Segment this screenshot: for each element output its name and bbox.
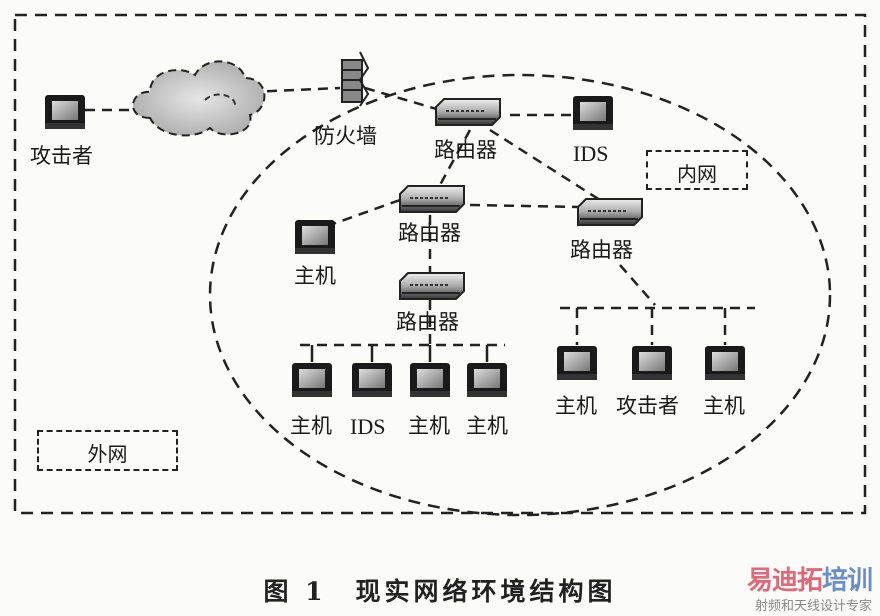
router-mid-left-icon [399, 185, 465, 213]
watermark-brand-b: 培训 [821, 566, 873, 596]
bottom-pc-icon-3 [410, 363, 450, 397]
internal-network-tag: 内网 [646, 150, 748, 190]
external-network-boundary [13, 13, 867, 515]
router-top-label: 路由器 [434, 138, 497, 162]
internet-cloud-icon [132, 60, 266, 137]
link-midright-group [619, 264, 656, 306]
link-midleft-host [329, 198, 401, 227]
watermark-brand-a: 易迪拓 [746, 566, 823, 596]
host-left-pc-icon [295, 220, 335, 254]
bottom-ids-label: IDS [350, 414, 386, 439]
ids-top-label: IDS [573, 141, 609, 166]
internal-network-label: 内网 [677, 162, 717, 186]
right-attacker-pc-icon [632, 346, 672, 380]
attacker-external-pc-icon [45, 95, 85, 129]
bottom-host-label-3: 主机 [408, 414, 450, 438]
bottom-host-label-4: 主机 [466, 414, 508, 438]
link-router-router-mid-left [438, 129, 472, 186]
watermark-tagline: 射频和天线设计专家 [754, 599, 872, 614]
link-cloud-firewall [249, 86, 341, 94]
bottom-host-label-1: 主机 [290, 414, 332, 438]
network-diagram [13, 13, 867, 517]
link-midleft-midright [469, 203, 581, 209]
router-lower-label: 路由器 [396, 310, 459, 334]
firewall-label: 防火墙 [314, 124, 377, 148]
right-attacker-label: 攻击者 [616, 394, 679, 418]
links [85, 86, 755, 362]
ids-top-pc-icon [573, 96, 613, 130]
figure-caption: 图 1 现实网络环境结构图 [263, 577, 617, 606]
right-host-label-3: 主机 [703, 394, 745, 418]
link-firewall-router [364, 86, 441, 112]
router-mid-left-label: 路由器 [398, 221, 461, 245]
link-router-router-mid-right [489, 128, 601, 202]
right-pc-icon-1 [557, 346, 597, 380]
host-left-label: 主机 [294, 264, 336, 288]
bottom-pc-icon-1 [292, 363, 332, 397]
firewall-icon [341, 51, 370, 107]
right-host-label-1: 主机 [555, 394, 597, 418]
bottom-pc-icon-4 [467, 363, 507, 397]
router-mid-right-icon [577, 198, 643, 226]
external-network-label: 外网 [87, 442, 128, 466]
watermark: 易迪拓培训 射频和天线设计专家 [746, 560, 873, 614]
internal-network-boundary [208, 73, 832, 517]
attacker-external-label: 攻击者 [30, 144, 93, 168]
router-mid-right-label: 路由器 [570, 238, 633, 262]
router-lower-icon [399, 272, 465, 300]
router-top-icon [435, 98, 501, 126]
external-network-tag: 外网 [37, 430, 178, 471]
right-pc-icon-3 [705, 346, 745, 380]
bottom-ids-pc-icon [352, 363, 392, 397]
